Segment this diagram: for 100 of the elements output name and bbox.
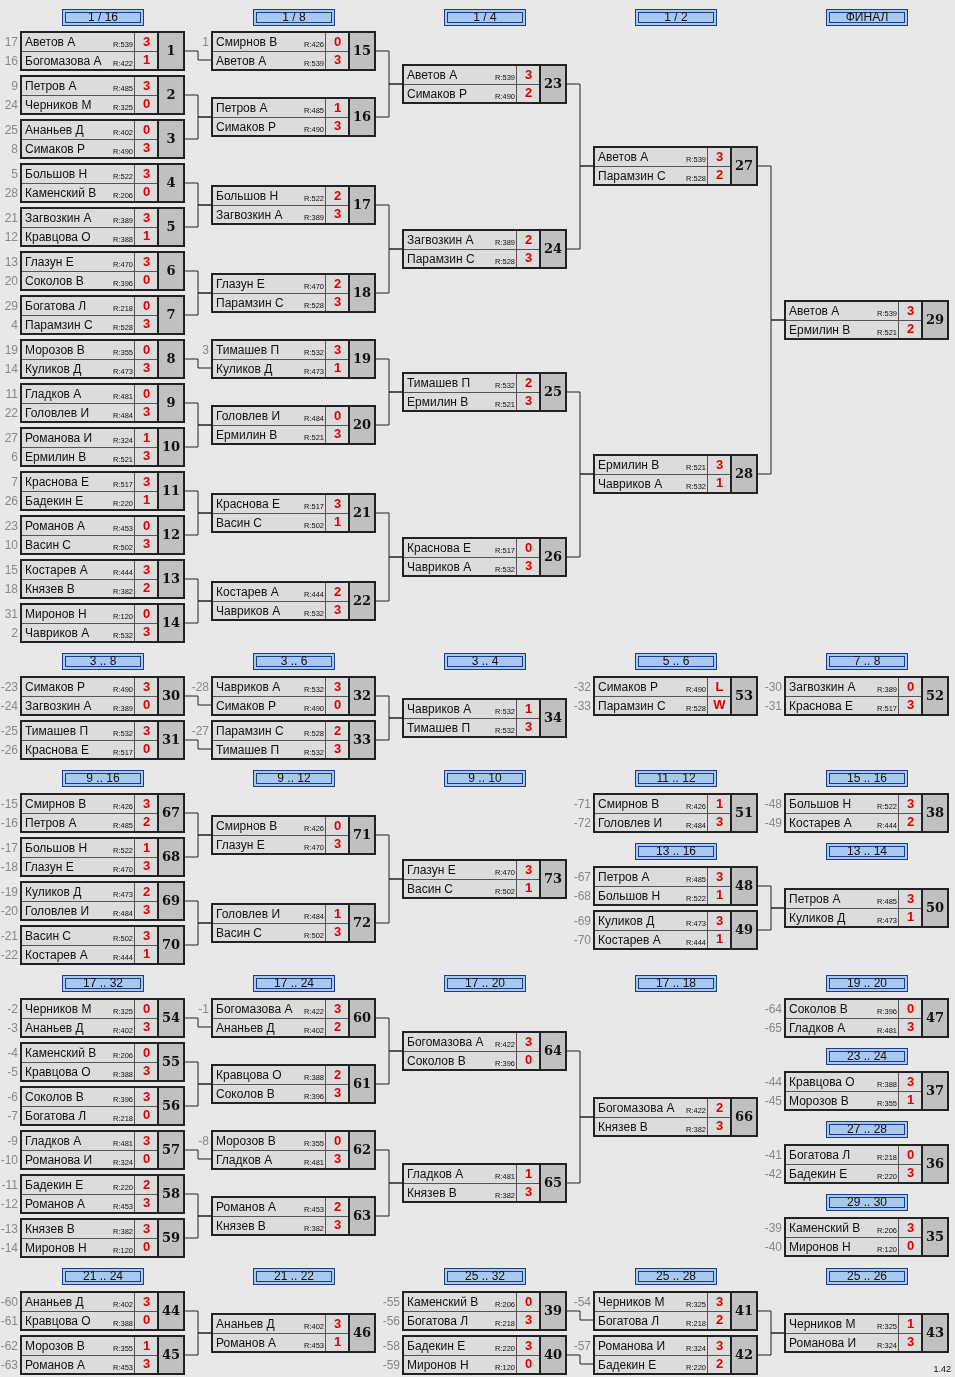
seed-number: 6 bbox=[10, 449, 18, 466]
match-number: 28 bbox=[730, 456, 756, 492]
seed-number: -13 bbox=[0, 1221, 18, 1238]
match-number: 58 bbox=[157, 1176, 183, 1212]
match-box bbox=[784, 998, 949, 1038]
match-box bbox=[402, 1031, 567, 1071]
match-box bbox=[20, 31, 185, 71]
match-number: 4 bbox=[157, 165, 183, 201]
player-name: Парамзин С bbox=[216, 295, 284, 312]
match-number: 48 bbox=[730, 868, 756, 904]
player-name: Тимашев П bbox=[407, 375, 471, 392]
connector-line bbox=[184, 424, 212, 448]
player-name: Аветов А bbox=[25, 34, 76, 51]
player-name: Костарев А bbox=[25, 562, 88, 579]
match-box bbox=[20, 1218, 185, 1258]
player-name: Парамзин С bbox=[598, 698, 666, 715]
connector-line bbox=[184, 1149, 212, 1160]
seed-number: -70 bbox=[573, 932, 591, 949]
match-number: 51 bbox=[730, 795, 756, 831]
connector-line bbox=[184, 1215, 212, 1239]
player-name: Глазун Е bbox=[25, 859, 74, 876]
seed-number: -22 bbox=[0, 947, 18, 964]
seed-number: -6 bbox=[6, 1089, 18, 1106]
player-name: Парамзин С bbox=[216, 723, 284, 740]
player-name: Парамзин С bbox=[25, 317, 93, 334]
player-name: Куликов Д bbox=[598, 913, 655, 930]
round-header: 13 .. 16 bbox=[635, 843, 717, 860]
match-number: 19 bbox=[348, 341, 374, 377]
player-name: Князев В bbox=[25, 1221, 75, 1238]
match-box bbox=[20, 471, 185, 511]
round-header: 23 .. 24 bbox=[826, 1048, 908, 1065]
seed-number: 17 bbox=[3, 34, 18, 51]
seed-number: -9 bbox=[6, 1133, 18, 1150]
match-number: 61 bbox=[348, 1066, 374, 1102]
seed-number: -54 bbox=[573, 1294, 591, 1311]
seed-number: -19 bbox=[0, 884, 18, 901]
player-name: Черников М bbox=[25, 97, 92, 114]
player-name: Морозов В bbox=[25, 1338, 85, 1355]
seed-number: 28 bbox=[3, 185, 18, 202]
seed-number: -55 bbox=[382, 1294, 400, 1311]
match-number: 18 bbox=[348, 275, 374, 311]
connector-line bbox=[184, 600, 212, 624]
match-box bbox=[20, 1086, 185, 1126]
player-name: Соколов В bbox=[789, 1001, 848, 1018]
player-name: Куликов Д bbox=[789, 910, 846, 927]
seed-number: -7 bbox=[6, 1108, 18, 1125]
player-name: Кравцова О bbox=[789, 1074, 855, 1091]
player-name: Загвозкин А bbox=[25, 210, 92, 227]
connector-line bbox=[375, 1050, 403, 1085]
player-name: Петров А bbox=[25, 78, 77, 95]
match-number: 27 bbox=[730, 148, 756, 184]
player-name: Богатова Л bbox=[598, 1313, 660, 1330]
match-box bbox=[593, 1291, 758, 1331]
seed-number: 4 bbox=[10, 317, 18, 334]
seed-number: 23 bbox=[3, 518, 18, 535]
round-header: 11 .. 12 bbox=[635, 770, 717, 787]
player-name: Глазун Е bbox=[25, 254, 74, 271]
match-box bbox=[211, 676, 376, 716]
connector-line bbox=[184, 358, 212, 369]
match-box bbox=[211, 815, 376, 855]
round-header: 9 .. 12 bbox=[253, 770, 335, 787]
match-box bbox=[20, 793, 185, 833]
player-name: Ермилин В bbox=[407, 394, 469, 411]
match-box bbox=[593, 676, 758, 716]
match-box bbox=[211, 1130, 376, 1170]
player-name: Парамзин С bbox=[598, 168, 666, 185]
match-number: 3 bbox=[157, 121, 183, 157]
round-header: 3 .. 8 bbox=[62, 653, 144, 670]
seed-number: -49 bbox=[764, 815, 782, 832]
player-name: Бадекин Е bbox=[25, 1177, 84, 1194]
match-number: 12 bbox=[157, 517, 183, 553]
player-name: Романова И bbox=[598, 1338, 666, 1355]
match-number: 24 bbox=[539, 231, 565, 267]
match-number: 71 bbox=[348, 817, 374, 853]
seed-number: -69 bbox=[573, 913, 591, 930]
match-number: 40 bbox=[539, 1337, 565, 1373]
match-box bbox=[20, 207, 185, 247]
match-number: 68 bbox=[157, 839, 183, 875]
connector-line bbox=[184, 512, 212, 536]
player-name: Головлев И bbox=[216, 408, 281, 425]
player-name: Петров А bbox=[25, 815, 77, 832]
seed-number: -14 bbox=[0, 1240, 18, 1257]
player-name: Ермилин В bbox=[598, 457, 660, 474]
player-name: Большов Н bbox=[598, 888, 661, 905]
player-name: Краснова Е bbox=[25, 474, 89, 491]
match-number: 65 bbox=[539, 1165, 565, 1201]
round-header: 3 .. 6 bbox=[253, 653, 335, 670]
match-box bbox=[20, 1291, 185, 1331]
player-name: Ермилин В bbox=[25, 449, 87, 466]
player-name: Соколов В bbox=[216, 1086, 275, 1103]
player-name: Симаков Р bbox=[216, 119, 277, 136]
connector-line bbox=[757, 907, 785, 931]
match-box bbox=[20, 881, 185, 921]
player-name: Богомазова А bbox=[216, 1001, 293, 1018]
seed-number: 12 bbox=[3, 229, 18, 246]
version-number: 1.42 bbox=[933, 1364, 951, 1374]
seed-number: -11 bbox=[0, 1177, 18, 1194]
player-name: Кравцова О bbox=[25, 1313, 91, 1330]
match-box bbox=[402, 229, 567, 269]
seed-number: 21 bbox=[3, 210, 18, 227]
